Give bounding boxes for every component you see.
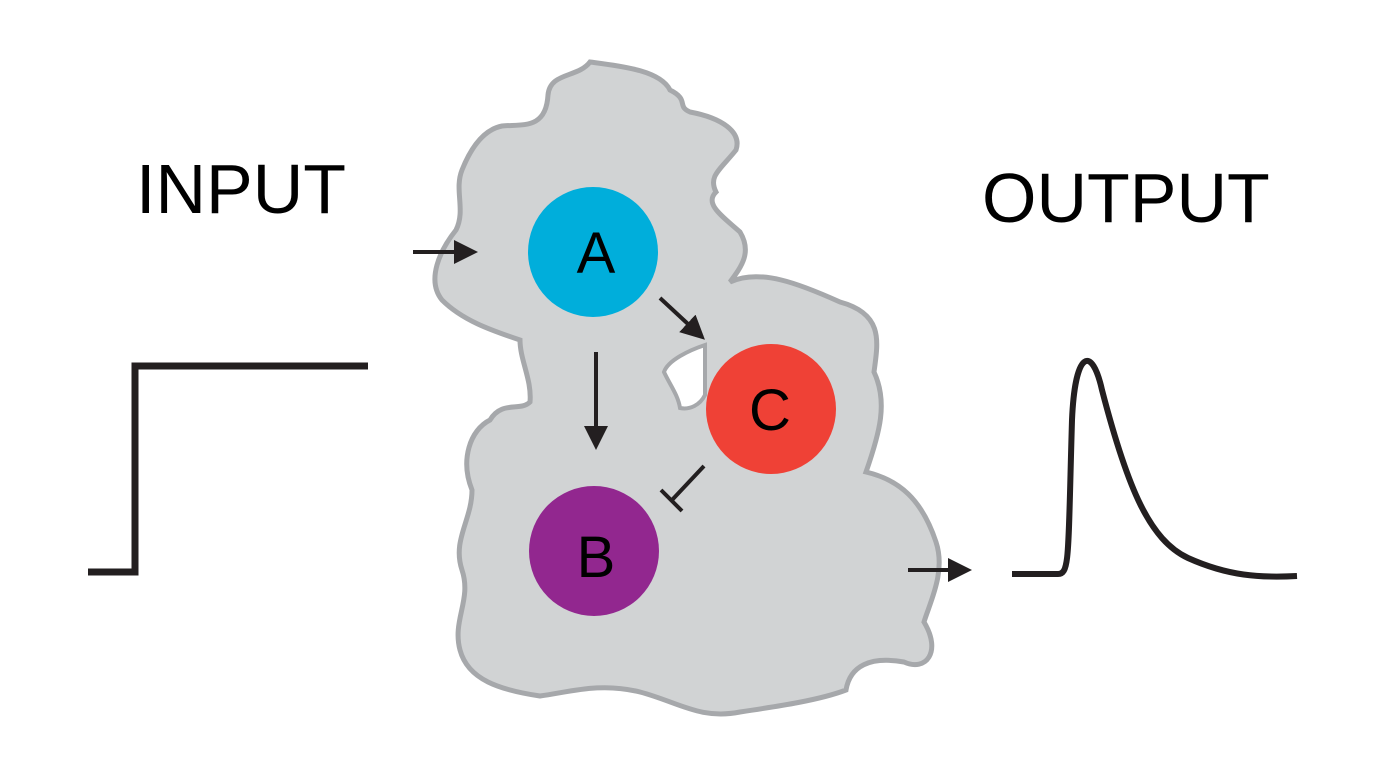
node-b: B: [529, 486, 659, 616]
inhibition-c-to-b: [670, 464, 706, 502]
node-a-label: A: [577, 221, 616, 286]
inhibition-bar: [659, 488, 684, 513]
output-label: OUTPUT: [982, 159, 1270, 237]
node-c-label: C: [749, 378, 791, 443]
node-c-circle: [706, 344, 836, 474]
pulse-output-waveform: [1012, 357, 1298, 580]
node-a: A: [528, 187, 658, 317]
node-b-circle: [529, 486, 659, 616]
cell-notch: [661, 342, 707, 411]
node-a-circle: [528, 187, 658, 317]
node-c: C: [706, 344, 836, 474]
node-b-label: B: [577, 525, 616, 590]
input-label: INPUT: [136, 150, 346, 228]
step-input-waveform: [88, 362, 368, 576]
arrow-a-to-c: [658, 296, 705, 340]
